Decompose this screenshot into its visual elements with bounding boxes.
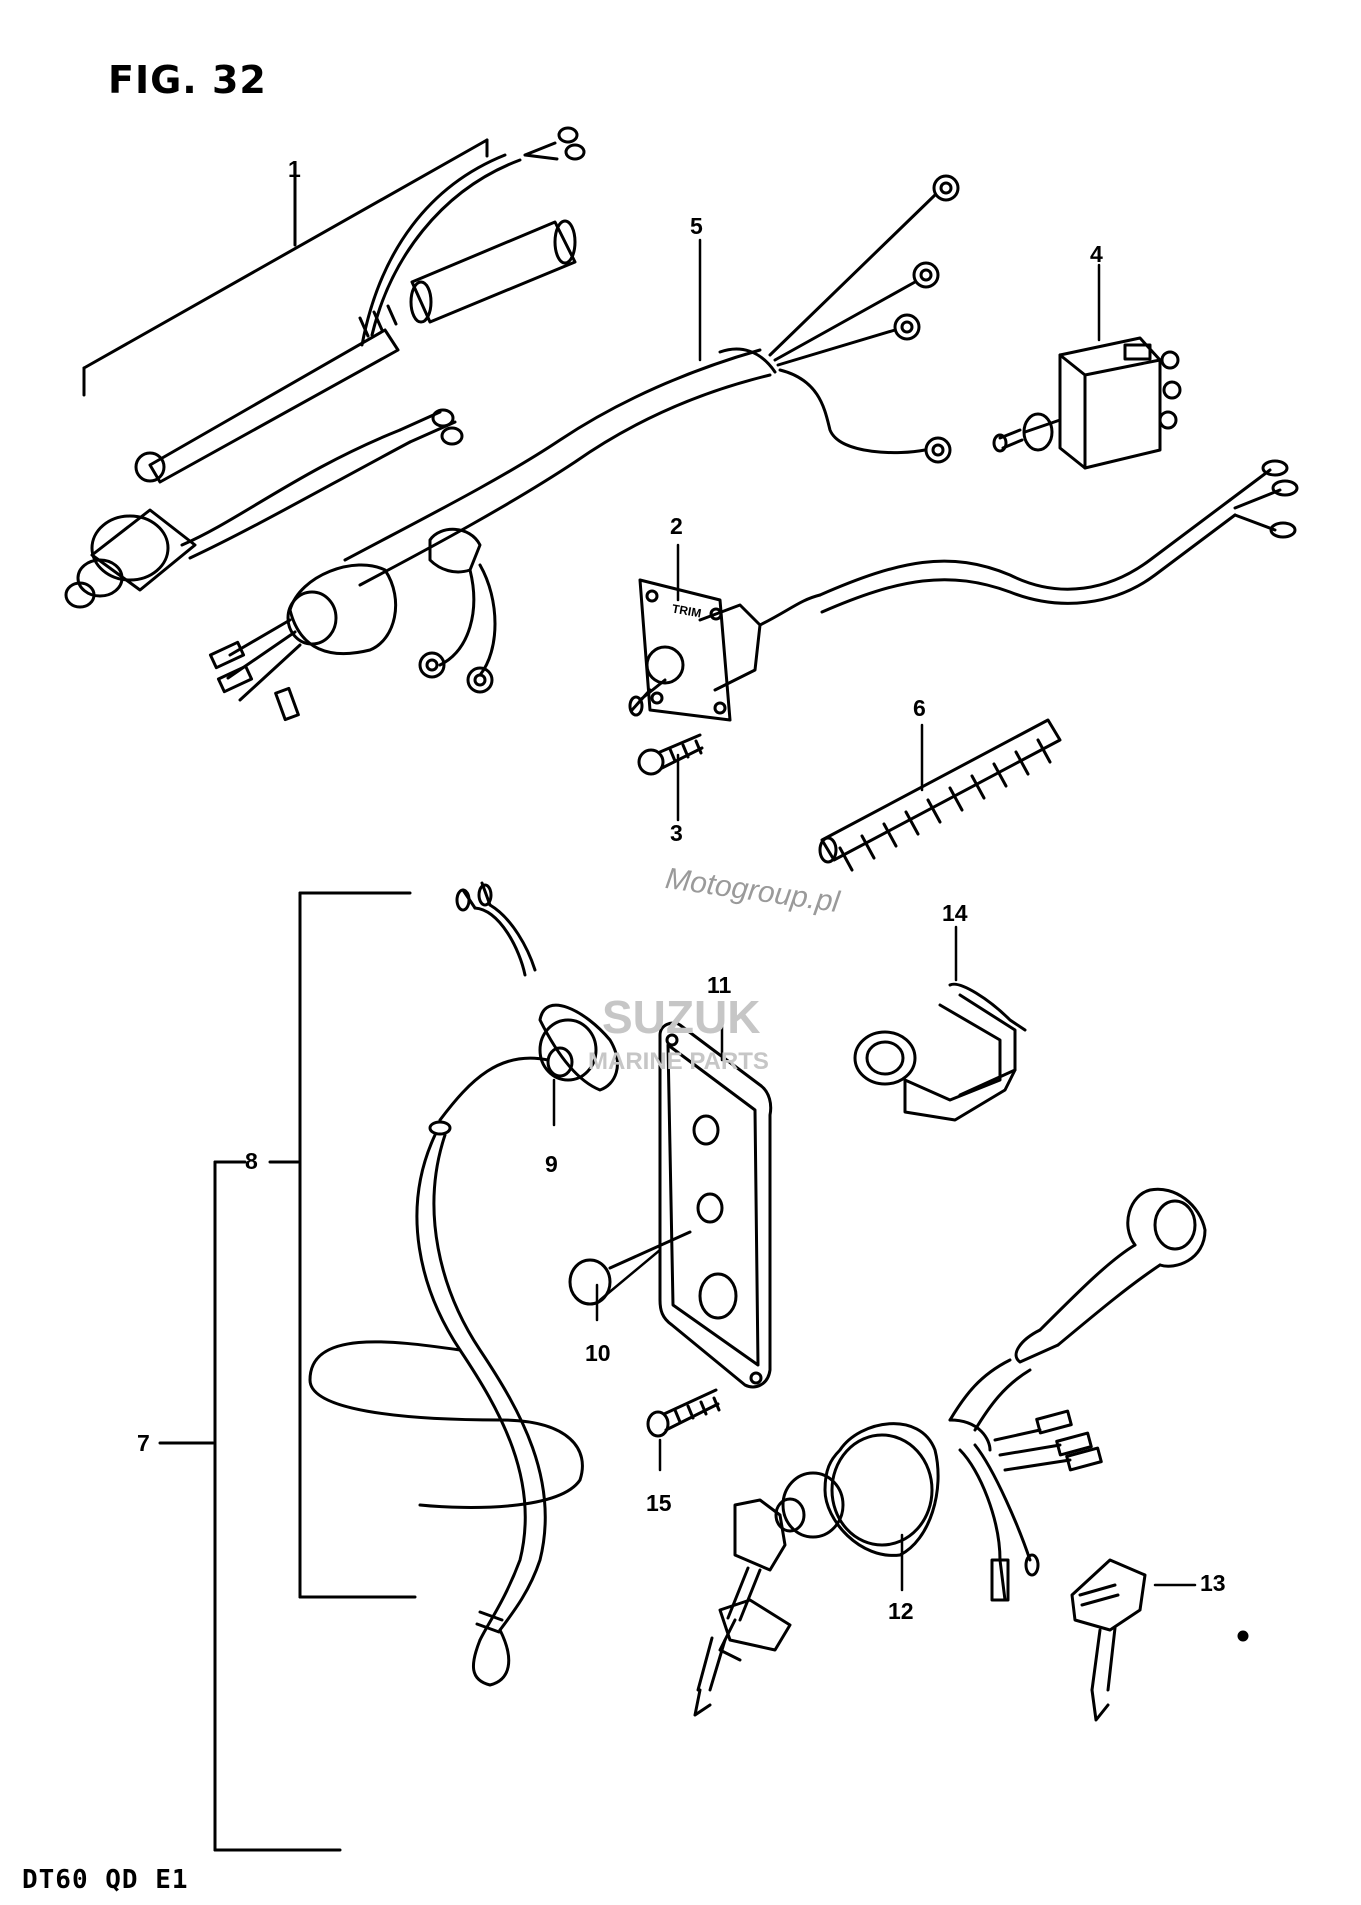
part-12-ignition-switch [693,1187,1207,1717]
callout-7: 7 [137,1430,150,1456]
bracket-group-1 [82,138,489,397]
callout-15: 15 [646,1490,672,1516]
part-11-panel-plate [608,1021,773,1389]
bracket-group-7 [158,1160,342,1852]
leader-lines [552,238,1197,1592]
callout-4: 4 [1090,241,1103,267]
part-3-screw [637,733,704,776]
part-1-stop-switch [64,126,586,609]
figure-title: FIG. 32 [108,58,267,102]
callout-3: 3 [670,820,683,846]
callout-8: 8 [245,1148,258,1174]
part-6-spiral-tube [818,718,1062,872]
part-13-key [1070,1558,1147,1722]
part-15-screw [646,1388,721,1438]
callout-13: 13 [1200,1570,1226,1596]
callout-12: 12 [888,1598,914,1624]
part-4-toggle-switch [992,336,1182,470]
callout-6: 6 [913,695,926,721]
callout-11: 11 [707,972,732,998]
figure-footer: DT60 QD E1 [22,1865,189,1895]
bracket-group-8 [268,891,417,1599]
watermark-brand: SUZUK [602,991,761,1043]
callout-9: 9 [545,1151,558,1177]
part-10-plug [568,1258,612,1306]
callout-1: 1 [288,156,301,182]
callout-5: 5 [690,213,703,239]
part-9-stop-switch [308,881,619,1687]
callout-2: 2 [670,513,683,539]
part-2-trim-switch [628,459,1299,722]
callout-14: 14 [942,900,968,926]
part-5-wiring-harness [208,174,960,722]
watermark-brand-sub: MARINE PARTS [588,1048,769,1075]
callout-10: 10 [585,1340,611,1366]
part-14-bracket [853,982,1027,1122]
